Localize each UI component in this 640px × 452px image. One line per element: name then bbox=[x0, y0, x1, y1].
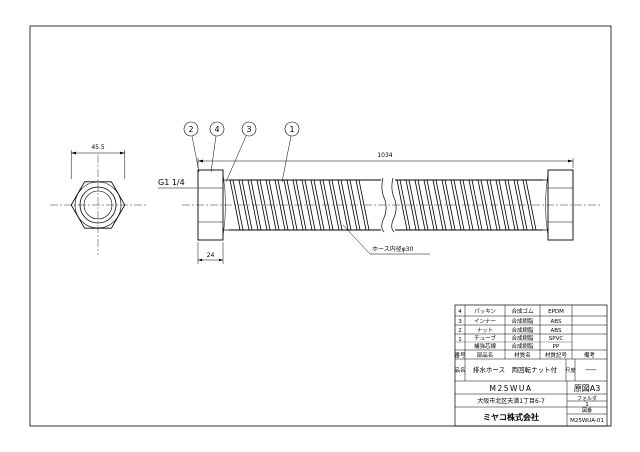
balloon-4: 4 bbox=[209, 121, 225, 173]
svg-text:ナット: ナット bbox=[477, 327, 494, 334]
product-name: 排水ホース 両回転ナット付 bbox=[473, 365, 558, 374]
length-dimension-label: 1034 bbox=[377, 152, 392, 159]
break-line-left bbox=[381, 177, 387, 233]
product-label: 品名 bbox=[454, 366, 465, 374]
nut-chamfer-circle bbox=[74, 181, 122, 229]
company-address: 大阪市北区天満1丁目6-7 bbox=[477, 397, 545, 405]
hose-spiral-left bbox=[229, 179, 370, 231]
hose-inner-diameter-note: ホース内径φ30 bbox=[372, 245, 413, 253]
svg-text:補強芯線: 補強芯線 bbox=[474, 342, 497, 350]
svg-text:3: 3 bbox=[246, 125, 251, 134]
nut-dimension-label: 24 bbox=[207, 252, 215, 259]
left-nut bbox=[197, 169, 224, 241]
svg-text:部品名: 部品名 bbox=[477, 351, 494, 359]
svg-text:合成樹脂: 合成樹脂 bbox=[511, 317, 534, 325]
inner-bore-circle bbox=[83, 190, 113, 220]
break-line-right bbox=[391, 177, 397, 233]
thread-callout-label: G1 1/4 bbox=[158, 178, 185, 187]
end-view: 45.5 bbox=[50, 144, 148, 255]
model-number: M25WUA bbox=[489, 384, 532, 393]
balloon-2: 2 bbox=[183, 121, 200, 173]
svg-text:4: 4 bbox=[214, 125, 219, 134]
drawing-number-label: 図番 bbox=[582, 407, 592, 414]
folder-value: 1 bbox=[585, 402, 589, 408]
drawing-number: M25WUA-01 bbox=[570, 418, 604, 424]
company-name: ミヤコ株式会社 bbox=[483, 412, 539, 422]
svg-text:ABS: ABS bbox=[551, 319, 562, 325]
title-block: 4 パッキン 合成ゴム EPDM 3 インナー 合成樹脂 ABS 2 ナット 合… bbox=[454, 304, 608, 427]
svg-text:2: 2 bbox=[188, 125, 193, 134]
scale-label: 尺度 bbox=[565, 367, 575, 374]
svg-text:EPDM: EPDM bbox=[548, 309, 564, 315]
svg-text:3: 3 bbox=[458, 319, 462, 325]
svg-text:合成樹脂: 合成樹脂 bbox=[511, 342, 534, 350]
sheet-border bbox=[29, 25, 612, 427]
svg-text:2: 2 bbox=[458, 328, 462, 334]
svg-text:SPVC: SPVC bbox=[549, 336, 564, 342]
hex-nut-outline bbox=[70, 181, 126, 229]
svg-text:PP: PP bbox=[553, 344, 560, 350]
width-dimension-label: 45.5 bbox=[91, 144, 105, 151]
svg-text:合成樹脂: 合成樹脂 bbox=[511, 326, 534, 334]
scale-value: ─── bbox=[585, 367, 597, 374]
hose-spiral-right bbox=[396, 179, 537, 231]
svg-text:インナー: インナー bbox=[474, 318, 496, 325]
folder-label: フォルダ bbox=[577, 395, 597, 402]
svg-text:合成樹脂: 合成樹脂 bbox=[511, 334, 534, 342]
svg-text:パッキン: パッキン bbox=[474, 308, 496, 315]
svg-text:備考: 備考 bbox=[584, 351, 596, 359]
svg-text:1: 1 bbox=[289, 125, 294, 134]
width-arrow-right bbox=[120, 151, 125, 155]
balloon-1: 1 bbox=[281, 121, 300, 183]
svg-text:番号: 番号 bbox=[454, 352, 466, 359]
svg-text:合成ゴム: 合成ゴム bbox=[511, 307, 534, 315]
nut-bore-circle bbox=[79, 186, 117, 224]
svg-text:1: 1 bbox=[458, 337, 462, 343]
hose-note-leader bbox=[342, 224, 371, 255]
svg-text:4: 4 bbox=[458, 309, 462, 315]
svg-text:ABS: ABS bbox=[551, 328, 562, 334]
title-block-frame bbox=[454, 304, 608, 427]
svg-text:材質名: 材質名 bbox=[514, 351, 531, 359]
paper-size: 原図A3 bbox=[574, 384, 601, 393]
side-view: 1034 24 G1 1/4 ホース内径φ30 2 4 3 bbox=[158, 121, 600, 264]
balloon-3: 3 bbox=[225, 121, 257, 183]
width-arrow-left bbox=[71, 151, 76, 155]
svg-text:チューブ: チューブ bbox=[474, 334, 496, 342]
right-nut bbox=[547, 169, 574, 241]
svg-text:材質記号: 材質記号 bbox=[545, 351, 568, 359]
